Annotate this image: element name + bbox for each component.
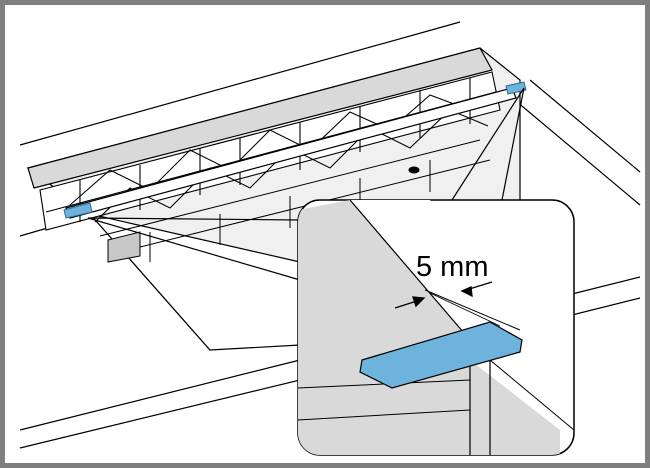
callout-leaders — [87, 87, 525, 281]
measurement-label: 5 mm — [416, 251, 489, 283]
spacer-tab-left-icon — [63, 202, 93, 219]
detail-callout — [297, 199, 575, 456]
dimension-arrows — [394, 281, 493, 309]
spacer-tab-right-icon — [505, 81, 527, 95]
spacer-tab-detail-icon — [359, 321, 523, 389]
top-rail — [27, 47, 493, 189]
cabinet-outline — [19, 21, 641, 449]
